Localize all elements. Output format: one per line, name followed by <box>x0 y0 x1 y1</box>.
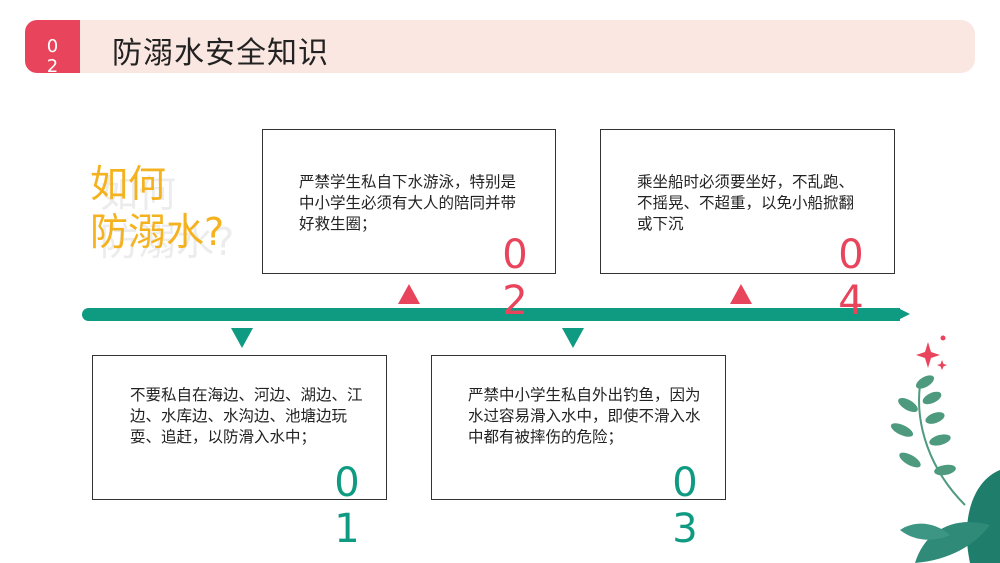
tip-card-04 <box>600 129 895 274</box>
tip-number-04: 04 <box>838 232 864 324</box>
tip-text-01: 不要私自在海边、河边、湖边、江边、水库边、水沟边、池塘边玩耍、追赶，以防滑入水中… <box>130 386 363 446</box>
tip-card-02 <box>262 129 556 274</box>
tip-number-03: 03 <box>672 460 698 552</box>
tip-text-02: 严禁学生私自下水游泳，特别是中小学生必须有大人的陪同并带好救生圈； <box>299 173 517 233</box>
tip-text-03: 严禁中小学生私自外出钓鱼，因为水过容易滑入水中，即使不滑入水中都有被摔伤的危险； <box>468 386 701 446</box>
triangle-down-icon <box>562 328 584 348</box>
section-number-badge: 02 <box>25 20 80 73</box>
tip-card-01 <box>92 355 387 500</box>
question-heading: 如何 防溺水? <box>90 162 225 254</box>
page-title: 防溺水安全知识 <box>112 36 329 71</box>
question-heading-shadow: 如何 防溺水? <box>100 172 235 264</box>
triangle-up-icon <box>398 284 420 304</box>
tip-number-01: 01 <box>334 460 360 552</box>
timeline-bar <box>82 308 900 321</box>
tip-text-04: 乘坐船时必须要坐好，不乱跑、不摇晃、不超重，以免小船掀翻或下沉 <box>637 173 855 233</box>
plant-decoration-icon <box>890 335 1000 563</box>
triangle-up-icon <box>730 284 752 304</box>
triangle-down-icon <box>231 328 253 348</box>
section-number: 02 <box>46 36 59 74</box>
tip-number-02: 02 <box>502 232 528 324</box>
tip-card-03 <box>431 355 726 500</box>
header-bar <box>25 20 975 73</box>
timeline-arrow-icon <box>898 308 910 320</box>
